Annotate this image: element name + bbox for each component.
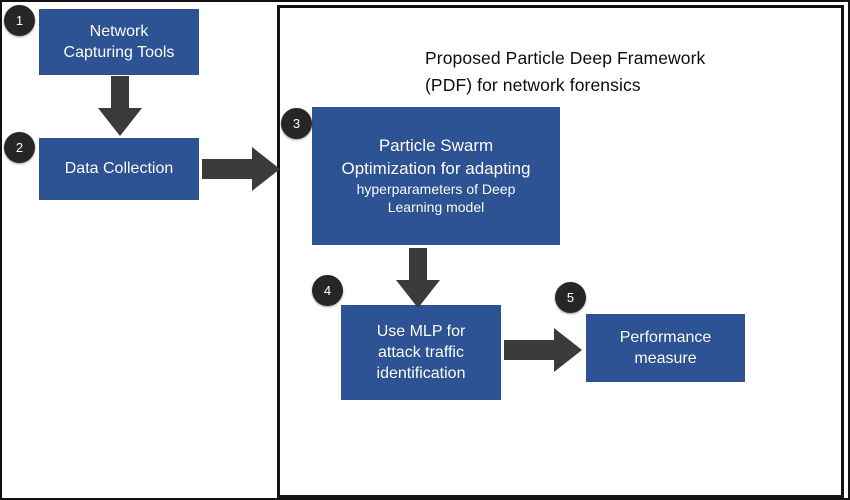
box-pso-line-4: Learning model	[387, 199, 485, 216]
badge-step-1: 1	[4, 5, 35, 36]
arrow-right-mlp-to-performance	[504, 327, 584, 373]
box-performance-measure-line-2: measure	[634, 350, 697, 367]
box-pso-line-3: hyperparameters of Deep	[356, 180, 516, 197]
framework-container: Proposed Particle Deep Framework (PDF) f…	[277, 5, 844, 498]
box-performance-measure[interactable]: Performance measure	[586, 314, 745, 382]
badge-step-3: 3	[281, 108, 312, 139]
box-use-mlp-line-3: identification	[376, 365, 466, 383]
box-data-collection-line-1: Data Collection	[64, 160, 174, 178]
arrow-down-network-tools-to-data-collection	[96, 76, 144, 138]
box-particle-swarm-optimization[interactable]: Particle Swarm Optimization for adapting…	[312, 107, 560, 245]
badge-step-2-label: 2	[15, 140, 24, 155]
badge-step-5-label: 5	[566, 290, 575, 305]
framework-title: Proposed Particle Deep Framework (PDF) f…	[425, 18, 825, 99]
box-use-mlp-line-2: attack traffic	[378, 343, 464, 361]
box-use-mlp[interactable]: Use MLP for attack traffic identificatio…	[341, 305, 501, 400]
framework-title-line-2: (PDF) for network forensics	[425, 75, 641, 95]
badge-step-4-label: 4	[323, 283, 332, 298]
box-pso-line-2: Optimization for adapting	[341, 158, 531, 178]
badge-step-4: 4	[312, 275, 343, 306]
box-data-collection[interactable]: Data Collection	[39, 138, 199, 200]
box-network-capturing-tools[interactable]: Network Capturing Tools	[39, 9, 199, 75]
box-network-capturing-tools-line-1: Network	[89, 22, 149, 40]
badge-step-5: 5	[555, 282, 586, 313]
box-network-capturing-tools-line-2: Capturing Tools	[63, 44, 175, 61]
framework-title-line-1: Proposed Particle Deep Framework	[425, 48, 706, 68]
arrow-down-pso-to-mlp	[394, 248, 442, 310]
arrow-right-data-collection-to-pso	[202, 146, 282, 192]
box-pso-line-1: Particle Swarm	[378, 136, 494, 156]
badge-step-2: 2	[4, 132, 35, 163]
box-use-mlp-line-1: Use MLP for	[376, 322, 466, 340]
box-performance-measure-line-1: Performance	[619, 328, 712, 346]
badge-step-1-label: 1	[15, 13, 24, 28]
badge-step-3-label: 3	[292, 116, 301, 131]
